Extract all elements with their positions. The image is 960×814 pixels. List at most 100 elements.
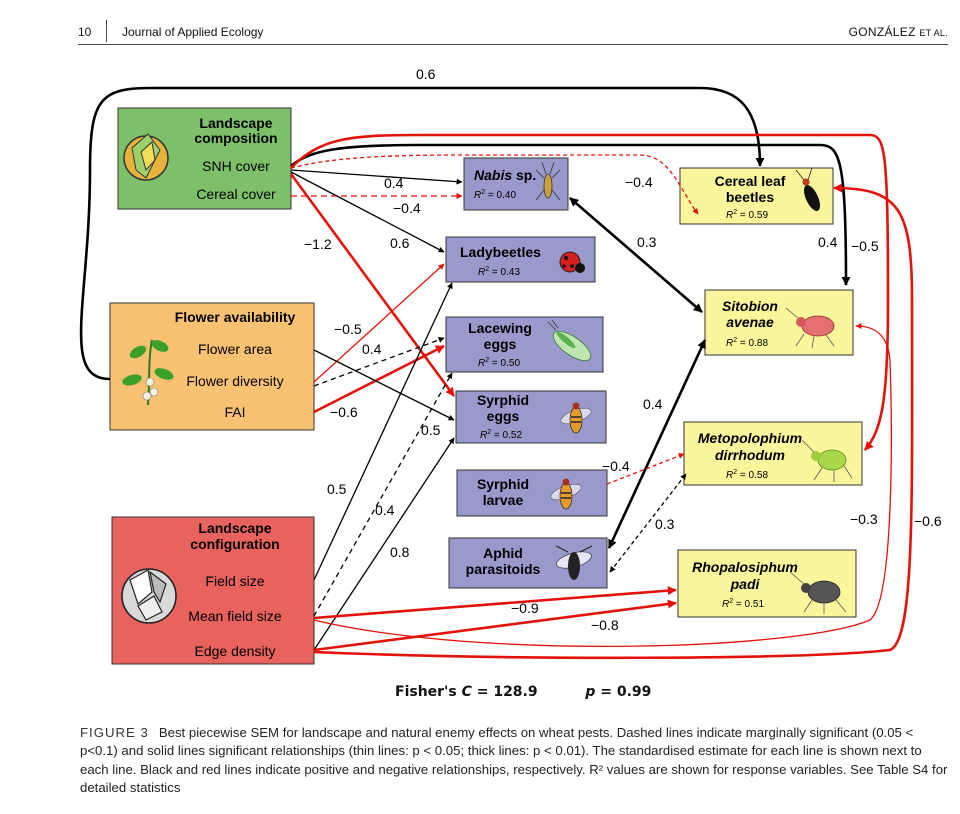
nabis-bug-icon bbox=[535, 161, 561, 201]
flower-diversity-label: Flower diversity bbox=[186, 373, 283, 389]
landscape-configuration-title-1: Landscape bbox=[198, 520, 271, 536]
authors-suffix: ET AL. bbox=[919, 28, 948, 38]
arrow-nabis-sitobion bbox=[569, 197, 703, 313]
mean-field-size-label: Mean field size bbox=[188, 608, 282, 624]
arrow-field-to-ladybeetles bbox=[313, 282, 453, 581]
lacewing-eggs-label-2: eggs bbox=[484, 336, 517, 352]
fisher-value: = 128.9 bbox=[476, 684, 538, 700]
fai-label: FAI bbox=[224, 404, 245, 420]
field-map-icon bbox=[121, 568, 177, 624]
syrphid-larvae-label-1: Syrphid bbox=[477, 476, 529, 492]
flower-availability-title: Flower availability bbox=[175, 309, 296, 325]
label-ed-rhopalo: −0.8 bbox=[591, 617, 619, 633]
running-header: 10 Journal of Applied Ecology GONZÁLEZ E… bbox=[78, 20, 948, 45]
sitobion-r2: R2 = 0.88 bbox=[726, 337, 768, 349]
lacewing-eggs-r2: R2 = 0.50 bbox=[478, 357, 520, 369]
cereal-leaf-beetles-label-1: Cereal leaf bbox=[715, 173, 786, 189]
green-aphid-icon bbox=[801, 439, 853, 482]
red-aphid-icon bbox=[785, 307, 835, 349]
label-fa-ladybeetles: −0.5 bbox=[334, 321, 362, 337]
syrphid-eggs-r2: R2 = 0.52 bbox=[480, 429, 522, 441]
label-fai-lacewing: −0.6 bbox=[330, 404, 358, 420]
page-number: 10 bbox=[78, 25, 92, 39]
label-mfs-rhopalo: −0.9 bbox=[511, 600, 539, 616]
box-flower-availability: Flower availability Flower area Flower d… bbox=[109, 302, 315, 431]
cereal-leaf-beetles-label-2: beetles bbox=[726, 189, 774, 205]
edge-density-label: Edge density bbox=[195, 643, 276, 659]
path-arrows bbox=[79, 86, 914, 660]
label-snh-ladybeetles: 0.6 bbox=[390, 235, 410, 251]
arrow-snh-to-sitobion bbox=[290, 143, 851, 286]
box-ladybeetles: Ladybeetles R2 = 0.43 bbox=[445, 236, 596, 283]
rhopalosiphum-r2: R2 = 0.51 bbox=[722, 598, 764, 610]
journal-name: Journal of Applied Ecology bbox=[122, 25, 264, 39]
nabis-suffix: sp. bbox=[516, 167, 536, 183]
metopolophium-label-2: dirrhodum bbox=[715, 447, 785, 463]
label-para-meto: 0.3 bbox=[655, 516, 675, 532]
landscape-composition-icon bbox=[123, 133, 169, 181]
lacewing-icon bbox=[547, 319, 592, 362]
box-aphid-parasitoids: Aphid parasitoids bbox=[448, 537, 608, 589]
syrphid-eggs-label-1: Syrphid bbox=[477, 392, 529, 408]
arrow-fai-to-lacewing bbox=[313, 344, 445, 414]
arrow-snh-to-syrphid-eggs bbox=[289, 173, 456, 397]
lacewing-eggs-label-1: Lacewing bbox=[468, 320, 532, 336]
nabis-name: Nabis bbox=[474, 167, 512, 183]
ladybeetles-r2: R2 = 0.43 bbox=[478, 266, 520, 278]
metopolophium-r2: R2 = 0.58 bbox=[726, 469, 768, 481]
box-syrphid-larvae: Syrphid larvae bbox=[456, 469, 608, 517]
arrow-ed-to-syrphid-eggs bbox=[313, 437, 455, 651]
flower-icon bbox=[122, 339, 174, 406]
header-divider bbox=[106, 20, 107, 42]
label-right-minus03: −0.3 bbox=[850, 511, 878, 527]
label-snh-nabis: 0.4 bbox=[384, 175, 404, 191]
landscape-configuration-title-2: configuration bbox=[190, 536, 279, 552]
landscape-composition-title-2: composition bbox=[194, 130, 277, 146]
label-fd-lacewing: 0.4 bbox=[362, 341, 382, 357]
beetle-icon bbox=[795, 167, 821, 211]
label-snh-syrphid-eggs: −1.2 bbox=[304, 236, 332, 252]
snh-cover-label: SNH cover bbox=[202, 158, 270, 174]
label-fa-syrphid-eggs: 0.5 bbox=[421, 422, 441, 438]
rhopalosiphum-label-1: Rhopalosiphum bbox=[692, 559, 798, 575]
cereal-leaf-beetles-r2: R2 = 0.59 bbox=[726, 209, 768, 221]
arrow-mfs-to-lacewing bbox=[313, 372, 453, 617]
label-nabis-clb: −0.4 bbox=[625, 174, 653, 190]
arrow-ed-to-rhopalo bbox=[313, 599, 677, 652]
arrow-snh-to-ladybeetles bbox=[290, 171, 445, 253]
label-nabis-sitobion: 0.3 bbox=[637, 234, 657, 250]
p-label: p bbox=[585, 684, 596, 700]
label-cereal-nabis: −0.4 bbox=[393, 200, 421, 216]
box-rhopalosiphum: Rhopalosiphum padi R2 = 0.51 bbox=[677, 549, 857, 618]
arrow-flower-to-clb bbox=[79, 86, 765, 381]
hoverfly-larva-icon bbox=[550, 478, 582, 510]
arrow-snh-to-nabis bbox=[290, 169, 463, 185]
arrow-snh-to-meto bbox=[290, 133, 890, 451]
box-landscape-configuration: Landscape configuration Field size Mean … bbox=[111, 516, 315, 665]
box-cereal-leaf-beetles: Cereal leaf beetles R2 = 0.59 bbox=[679, 167, 834, 225]
arrow-fd-to-ladybeetles bbox=[313, 263, 445, 383]
label-cfg-syrphid-eggs: 0.8 bbox=[390, 544, 410, 560]
authors-main: GONZÁLEZ bbox=[848, 25, 916, 39]
arrow-snh-to-clb bbox=[290, 154, 699, 215]
fisher-label: Fisher's bbox=[395, 684, 457, 700]
aphid-parasitoids-label-2: parasitoids bbox=[466, 561, 541, 577]
landscape-composition-title-1: Landscape bbox=[199, 115, 272, 131]
syrphid-larvae-label-2: larvae bbox=[483, 492, 524, 508]
box-syrphid-eggs: Syrphid eggs R2 = 0.52 bbox=[455, 390, 607, 444]
authors: GONZÁLEZ ET AL. bbox=[849, 25, 948, 39]
caption-text: Best piecewise SEM for landscape and nat… bbox=[80, 725, 948, 795]
ladybeetles-label: Ladybeetles bbox=[460, 244, 541, 260]
wasp-icon bbox=[555, 545, 593, 580]
fisher-statistic: Fisher's C = 128.9 p = 0.99 bbox=[395, 684, 651, 700]
grey-aphid-icon bbox=[789, 571, 847, 614]
hoverfly-icon bbox=[560, 402, 592, 434]
label-larvae-meto: −0.4 bbox=[602, 458, 630, 474]
edge-labels: 0.6 0.4 −0.4 0.6 −1.2 −0.5 0.4 −0.6 0.5 … bbox=[304, 66, 942, 633]
label-clb-sitobion: 0.4 bbox=[818, 234, 838, 250]
label-cfg-lacewing: 0.4 bbox=[375, 502, 395, 518]
metopolophium-label-1: Metopolophium bbox=[698, 430, 802, 446]
label-clb-red: −0.5 bbox=[851, 238, 879, 254]
field-size-label: Field size bbox=[205, 573, 264, 589]
